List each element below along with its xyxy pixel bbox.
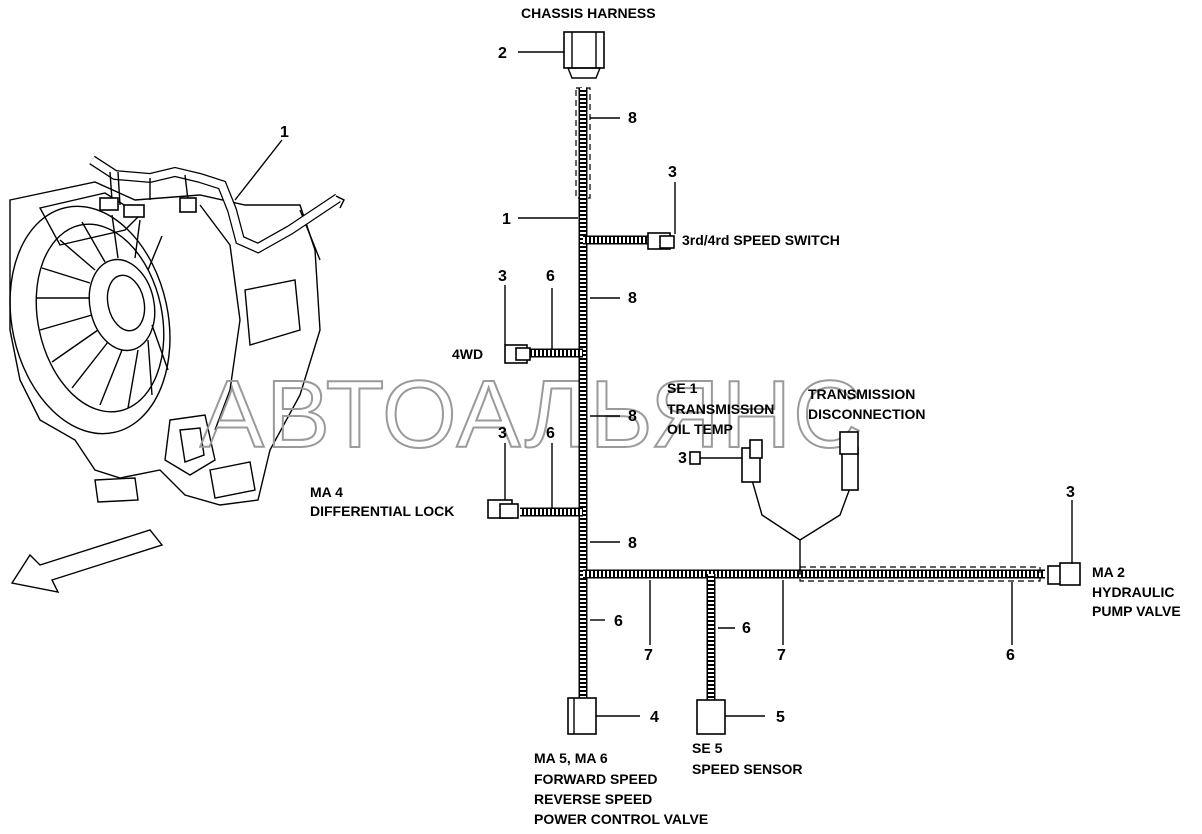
callout-6-speed-sensor: 6 [742, 620, 751, 637]
callout-8-lower: 8 [628, 535, 637, 552]
callout-3-4wd: 3 [498, 268, 507, 285]
callout-6-right: 6 [1006, 647, 1015, 664]
callout-1-transmission: 1 [280, 124, 289, 141]
labels: CHASSIS HARNESS 1 2 8 1 3 3rd/4rd SPEED … [280, 5, 1181, 827]
fan-blades [36, 214, 169, 409]
label-4wd: 4WD [452, 346, 483, 362]
label-ma56-line4: POWER CONTROL VALVE [534, 811, 708, 827]
speed-sensor-connector [696, 699, 726, 735]
label-ma56-line1: MA 5, MA 6 [534, 750, 608, 766]
label-trans-disc-line1: TRANSMISSION [808, 386, 915, 402]
label-ma56-line2: FORWARD SPEED [534, 771, 657, 787]
label-se1-line2: TRANSMISSION [667, 401, 774, 417]
callout-8-middle: 8 [628, 408, 637, 425]
label-trans-disc-line2: DISCONNECTION [808, 406, 925, 422]
callout-6-lower-left: 6 [614, 613, 623, 630]
callout-3-speed-switch: 3 [668, 164, 677, 181]
callout-2: 2 [498, 45, 507, 62]
oil-temp-connector [689, 451, 701, 465]
label-se5-line2: SPEED SENSOR [692, 761, 802, 777]
direction-arrow [10, 529, 164, 593]
callout-5: 5 [776, 709, 785, 726]
callout-6-diff-lock: 6 [546, 425, 555, 442]
leader-lines [234, 51, 1073, 717]
label-ma2-line1: MA 2 [1092, 564, 1125, 580]
connectors [487, 31, 1081, 735]
callout-3-diff-lock: 3 [498, 425, 507, 442]
callout-3-oil-temp: 3 [678, 450, 687, 467]
callout-1-harness: 1 [502, 211, 511, 228]
chassis-harness-connector [563, 31, 605, 69]
label-se1-line3: OIL TEMP [667, 421, 733, 437]
callout-7-right: 7 [777, 647, 786, 664]
callout-7-left: 7 [644, 647, 653, 664]
callout-3-pump-valve: 3 [1066, 484, 1075, 501]
label-ma56-line3: REVERSE SPEED [534, 791, 652, 807]
label-ma4-line2: DIFFERENTIAL LOCK [310, 503, 454, 519]
callout-4: 4 [650, 709, 659, 726]
label-ma2-line3: PUMP VALVE [1092, 603, 1181, 619]
label-ma2-line2: HYDRAULIC [1092, 584, 1174, 600]
callout-8-top: 8 [628, 110, 637, 127]
transmission-illustration [9, 155, 345, 506]
label-speed-switch: 3rd/4rd SPEED SWITCH [682, 232, 840, 248]
label-se1-line1: SE 1 [667, 380, 698, 396]
callout-8-upper: 8 [628, 290, 637, 307]
harness-wires [520, 87, 1045, 700]
callout-6-4wd: 6 [546, 268, 555, 285]
label-ma4-line1: MA 4 [310, 484, 343, 500]
diagram-title: CHASSIS HARNESS [521, 5, 656, 21]
label-se5-line1: SE 5 [692, 740, 723, 756]
power-control-valve-connector [567, 697, 597, 735]
